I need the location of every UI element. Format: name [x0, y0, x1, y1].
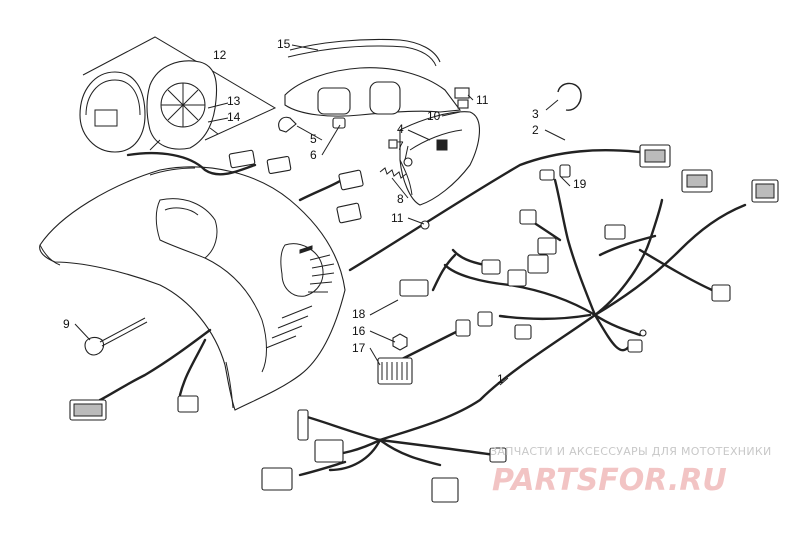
callout-9: 9 — [63, 317, 70, 331]
clip-ring — [557, 82, 582, 111]
callout-8: 8 — [397, 192, 404, 206]
watermark-brand: PARTSFOR.RU — [492, 463, 727, 498]
callout-17: 17 — [352, 341, 366, 355]
callout-13: 13 — [227, 94, 241, 108]
leader-lines — [74, 44, 571, 386]
callout-18: 18 — [352, 307, 366, 321]
callout-16: 16 — [352, 324, 366, 338]
watermark: ЗАПЧАСТИ И АКСЕССУАРЫ ДЛЯ МОТОТЕХНИКИ PA… — [490, 445, 772, 498]
callout-4: 4 — [397, 122, 404, 136]
callout-2: 2 — [532, 123, 539, 137]
speedometer-gauge — [79, 36, 277, 153]
headlight-housing — [278, 38, 481, 206]
callout-10: 10 — [427, 109, 441, 123]
callout-1: 1 — [497, 372, 504, 386]
hood-cowl — [39, 166, 346, 411]
callout-5: 5 — [310, 132, 317, 146]
callout-19: 19 — [573, 177, 587, 191]
callout-3: 3 — [532, 107, 539, 121]
callout-labels: 1 2 3 4 5 6 7 8 9 10 11 11 12 13 14 15 1… — [63, 37, 587, 386]
connectors — [69, 144, 779, 503]
callout-6: 6 — [310, 148, 317, 162]
callout-15: 15 — [277, 37, 291, 51]
spring — [379, 157, 413, 179]
relay — [377, 333, 413, 385]
callout-11a: 11 — [476, 93, 489, 107]
callout-7: 7 — [397, 139, 404, 153]
watermark-tagline: ЗАПЧАСТИ И АКСЕССУАРЫ ДЛЯ МОТОТЕХНИКИ — [490, 445, 772, 458]
main-wiring-harness — [98, 149, 747, 477]
bolt — [84, 317, 148, 356]
callout-11b: 11 — [391, 211, 404, 225]
callout-12: 12 — [213, 48, 227, 62]
callout-14: 14 — [227, 110, 241, 124]
